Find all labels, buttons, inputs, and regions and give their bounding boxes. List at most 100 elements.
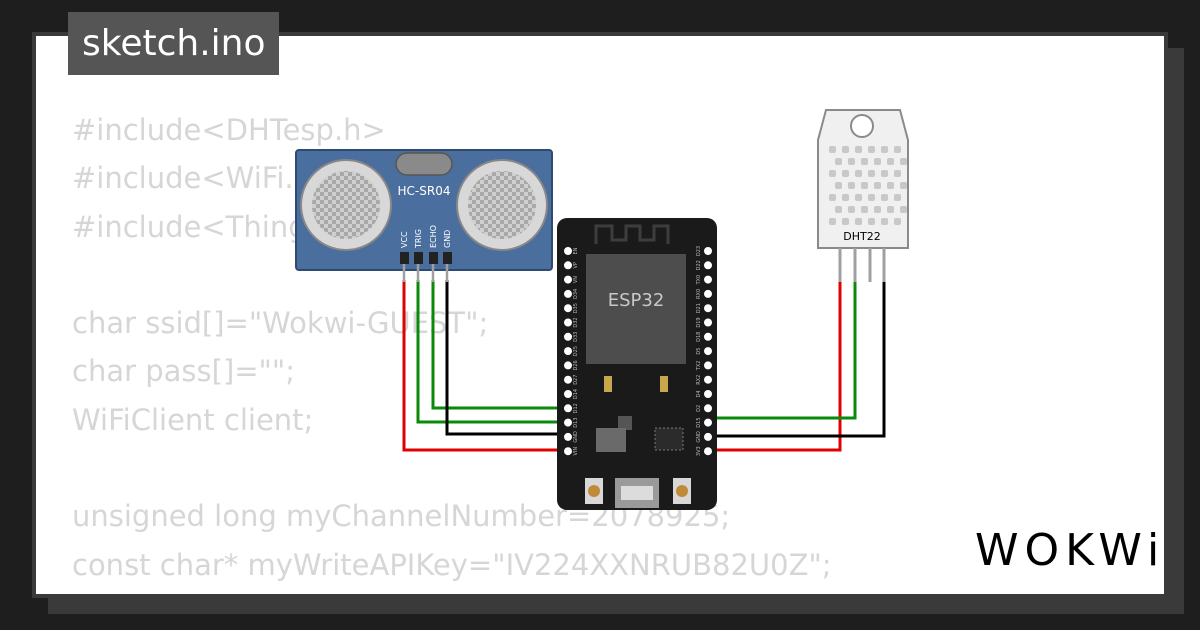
vent-slot: [829, 170, 836, 177]
wire-trig[interactable]: [416, 280, 568, 424]
pin-hole[interactable]: [563, 417, 573, 428]
vent-grille-icon: [829, 146, 907, 225]
pin-label: D14: [573, 389, 579, 399]
pin-hole[interactable]: [563, 260, 573, 271]
dht22-sensor[interactable]: DHT22: [817, 109, 909, 282]
hc-sr04-label: HC-SR04: [398, 184, 451, 198]
vent-slot: [887, 206, 894, 213]
pin-hole[interactable]: [703, 389, 713, 399]
vent-slot: [868, 146, 875, 153]
wire-dht-gnd[interactable]: [708, 280, 886, 438]
pin-label: D22: [696, 260, 702, 270]
vent-slot: [881, 146, 888, 153]
vent-slot: [874, 182, 881, 189]
pin-label: D34: [573, 289, 579, 299]
vent-slot: [842, 218, 849, 225]
pin-hole[interactable]: [563, 431, 573, 442]
code-preview: #include<DHTesp.h>#include<WiFi.h>#inclu…: [72, 106, 832, 594]
pin-label: D32: [573, 317, 579, 327]
pin-hole[interactable]: [563, 288, 573, 299]
code-line: #include<WiFi.h>: [72, 161, 337, 196]
pin-label: GND: [573, 431, 579, 443]
pin-label: D25: [573, 346, 579, 356]
pin-label: VP: [573, 262, 579, 268]
vent-slot: [861, 182, 868, 189]
pin-hole[interactable]: [563, 403, 573, 414]
vent-slot: [842, 146, 849, 153]
vent-slot: [874, 158, 881, 165]
pin-label: TX2: [696, 361, 702, 372]
pin-hole[interactable]: [563, 374, 573, 385]
pin-hole[interactable]: [703, 360, 713, 371]
wire-echo[interactable]: [431, 280, 568, 410]
mount-hole-icon: [850, 114, 874, 138]
pin-hole[interactable]: [703, 346, 713, 357]
pin-label: D19: [696, 317, 702, 327]
pin-hole[interactable]: [563, 331, 573, 342]
code-line: WiFiClient client;: [72, 402, 314, 437]
pin-hole[interactable]: [563, 274, 573, 285]
vent-slot: [887, 158, 894, 165]
pin-label-gnd: GND: [443, 230, 452, 248]
vent-slot: [855, 194, 862, 201]
vent-slot: [848, 206, 855, 213]
vent-slot: [868, 170, 875, 177]
vent-slot: [861, 206, 868, 213]
pin-label: D27: [573, 375, 579, 385]
wokwi-logo[interactable]: WOKWi: [975, 525, 1166, 576]
en-button[interactable]: [585, 478, 603, 504]
vent-slot: [894, 170, 901, 177]
pin-hole[interactable]: [703, 374, 713, 385]
pin-hole[interactable]: [703, 274, 713, 285]
file-tab[interactable]: sketch.ino: [68, 12, 280, 75]
pin-label: VN: [573, 276, 579, 283]
vent-slot: [894, 218, 901, 225]
pin-label: VIN: [573, 447, 579, 456]
vent-slot: [855, 146, 862, 153]
pin-hole[interactable]: [563, 346, 573, 357]
vent-slot: [842, 170, 849, 177]
pin-hole[interactable]: [703, 246, 713, 256]
pin-label: D13: [573, 417, 579, 427]
vent-slot: [874, 206, 881, 213]
wire-dht-data[interactable]: [708, 280, 857, 420]
pin-label: D15: [696, 417, 702, 427]
pin-label: D4: [696, 390, 702, 397]
esp32-right-pin-holes: [703, 246, 713, 457]
dht22-label: DHT22: [843, 230, 880, 243]
usb-port: [615, 478, 659, 508]
pin-hole[interactable]: [703, 417, 713, 428]
code-line: char pass[]="";: [72, 354, 296, 389]
pin-hole[interactable]: [703, 303, 713, 314]
pin-hole[interactable]: [563, 389, 573, 399]
pin-hole[interactable]: [703, 331, 713, 342]
pin-hole[interactable]: [703, 260, 713, 271]
pin-hole[interactable]: [563, 446, 573, 457]
vent-slot: [829, 194, 836, 201]
pin-hole[interactable]: [703, 446, 713, 457]
pin-hole[interactable]: [563, 246, 573, 256]
pin-label-echo: ECHO: [429, 225, 438, 248]
pin-hole[interactable]: [703, 403, 713, 414]
vent-slot: [868, 218, 875, 225]
esp32-label: ESP32: [608, 290, 665, 311]
pin-hole[interactable]: [563, 317, 573, 328]
pin-hole[interactable]: [703, 431, 713, 442]
pin-hole[interactable]: [703, 288, 713, 299]
pin-hole[interactable]: [563, 303, 573, 314]
vent-slot: [835, 182, 842, 189]
wire-gnd-ultrasonic[interactable]: [445, 280, 568, 436]
boot-button[interactable]: [673, 478, 691, 504]
pin-label: TX0: [696, 275, 702, 286]
pin-hole[interactable]: [703, 317, 713, 328]
esp32-board[interactable]: ESP32 ENVPVND34D35D32D33D25D26D27D14D12D…: [557, 218, 717, 510]
pin-label-trig: TRIG: [414, 229, 423, 249]
pin-label: D2: [696, 405, 702, 412]
pin-label-vcc: VCC: [400, 231, 409, 248]
vent-slot: [900, 182, 907, 189]
hc-sr04-module[interactable]: HC-SR04 VCC TRIG ECHO GND: [295, 149, 553, 282]
vent-slot: [842, 194, 849, 201]
pin-hole[interactable]: [563, 360, 573, 371]
vent-slot: [868, 194, 875, 201]
